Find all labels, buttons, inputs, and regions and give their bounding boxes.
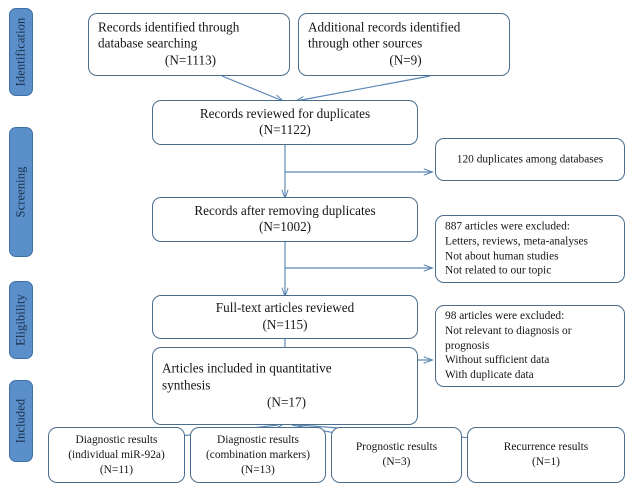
outcome-combination-count: (N=13) <box>241 463 275 476</box>
after-duplicates-line1: Records after removing duplicates <box>194 202 376 218</box>
duplicates-excluded-line1: 120 duplicates among databases <box>456 153 604 166</box>
excluded-887-line3: Not about human studies <box>445 250 559 262</box>
records-other-count: (N=9) <box>389 52 422 68</box>
box-records-reviewed-duplicates: Records reviewed for duplicates (N=1122) <box>152 100 418 145</box>
outcome-individual-line1: Diagnostic results <box>75 433 158 446</box>
reviewed-duplicates-line1: Records reviewed for duplicates <box>199 105 371 121</box>
included-quantitative-count: (N=17) <box>267 394 306 410</box>
box-records-after-duplicates: Records after removing duplicates (N=100… <box>152 197 418 242</box>
fulltext-reviewed-count: (N=115) <box>262 317 308 332</box>
stage-tab-included: Included <box>9 380 33 462</box>
excluded-98-line2: Not relevant to diagnosis or <box>445 324 572 337</box>
excluded-98-line3: prognosis <box>445 339 490 352</box>
box-records-identified-database: Records identified through database sear… <box>88 13 290 76</box>
excluded-98-line1: 98 articles were excluded: <box>445 309 565 322</box>
box-outcome-combination: Diagnostic results (combination markers)… <box>190 427 326 483</box>
stage-label-screening: Screening <box>13 166 28 218</box>
box-included-quantitative: Articles included in quantitative synthe… <box>152 347 418 425</box>
excluded-98-line5: With duplicate data <box>445 369 534 382</box>
records-database-line1: Records identified through <box>98 19 240 35</box>
outcome-combination-line2: (combination markers) <box>205 448 311 461</box>
stage-tab-eligibility: Eligibility <box>9 281 33 359</box>
outcome-prognostic-line1: Prognostic results <box>355 441 438 454</box>
box-records-identified-other: Additional records identified through ot… <box>298 13 510 76</box>
box-outcome-individual: Diagnostic results (individual miR-92a) … <box>48 427 185 483</box>
outcome-combination-line1: Diagnostic results <box>217 433 299 446</box>
included-quantitative-line2: synthesis <box>162 377 211 393</box>
box-duplicates-excluded: 120 duplicates among databases <box>435 138 625 181</box>
box-excluded-887: 887 articles were excluded: Letters, rev… <box>435 215 625 283</box>
box-outcome-prognostic: Prognostic results (N=3) <box>331 427 462 483</box>
outcome-recurrence-line1: Recurrence results <box>503 441 589 454</box>
excluded-887-line2: Letters, reviews, meta-analyses <box>445 235 588 248</box>
excluded-887-line4: Not related to our topic <box>445 264 552 277</box>
stage-label-identification: Identification <box>13 17 28 87</box>
box-fulltext-reviewed: Full-text articles reviewed (N=115) <box>152 295 418 339</box>
outcome-individual-line2: (individual miR-92a) <box>68 448 165 461</box>
excluded-98-line4: Without sufficient data <box>445 354 550 367</box>
included-quantitative-line1: Articles included in quantitative <box>162 360 332 376</box>
stage-tab-identification: Identification <box>9 8 33 96</box>
records-other-line2: through other sources <box>308 36 423 52</box>
outcome-individual-count: (N=11) <box>99 463 134 476</box>
box-excluded-98: 98 articles were excluded: Not relevant … <box>435 305 625 387</box>
outcome-recurrence-count: (N=1) <box>532 456 560 468</box>
stage-label-eligibility: Eligibility <box>13 294 28 346</box>
after-duplicates-count: (N=1002) <box>258 219 312 235</box>
outcome-prognostic-count: (N=3) <box>382 456 411 468</box>
box-outcome-recurrence: Recurrence results (N=1) <box>467 427 625 483</box>
records-other-line1: Additional records identified <box>308 19 461 35</box>
stage-tab-screening: Screening <box>9 127 33 257</box>
stage-label-included: Included <box>13 398 28 444</box>
records-database-line2: database searching <box>98 36 198 52</box>
records-database-count: (N=1113) <box>164 52 217 68</box>
reviewed-duplicates-count: (N=1122) <box>259 122 311 138</box>
excluded-887-line1: 887 articles were excluded: <box>445 220 570 233</box>
fulltext-reviewed-line1: Full-text articles reviewed <box>215 300 355 316</box>
